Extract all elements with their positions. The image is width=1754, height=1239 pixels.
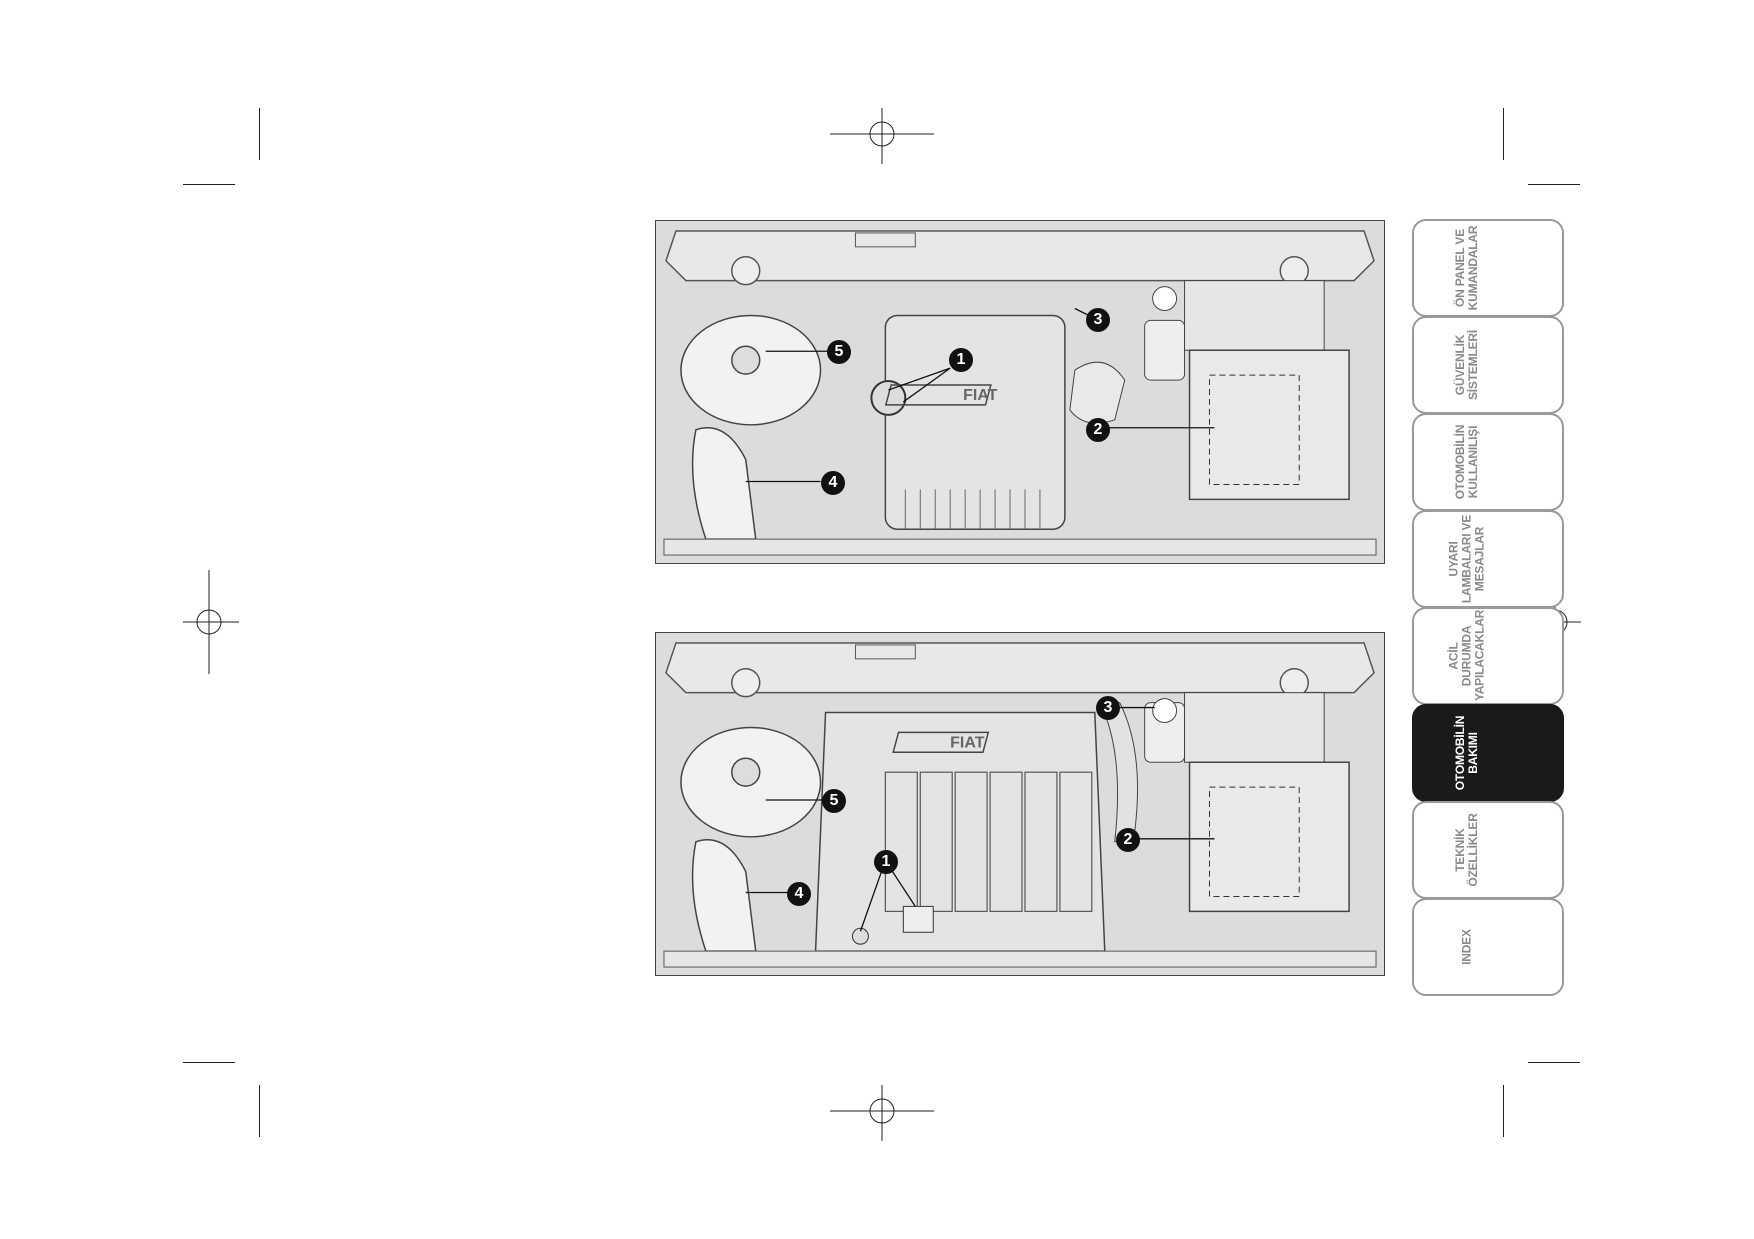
callout-4: 4 (821, 471, 845, 495)
callout-3: 3 (1096, 696, 1120, 720)
tab-label: UYARI LAMBALARI VE MESAJLAR (1446, 514, 1487, 604)
crop-mark (183, 184, 235, 185)
fiat-logo: FIAT (963, 387, 998, 404)
engine-bay-figure-1: FIAT 1 2 3 4 5 (655, 220, 1385, 564)
callout-1: 1 (949, 348, 973, 372)
registration-mark-bottom (830, 1085, 934, 1141)
tab-on-panel-ve-kumandalar[interactable]: ÖN PANEL VE KUMANDALAR (1412, 219, 1564, 317)
callout-5: 5 (822, 789, 846, 813)
callout-2: 2 (1086, 418, 1110, 442)
crop-mark (183, 1062, 235, 1063)
crop-mark (259, 1085, 260, 1137)
registration-mark-top (830, 108, 934, 164)
callout-1: 1 (874, 850, 898, 874)
tab-otomobilin-bakimi[interactable]: OTOMOBİLİN BAKIMI (1412, 704, 1564, 802)
tab-label: OTOMOBİLİN BAKIMI (1453, 715, 1480, 791)
tab-acil-durumda-yapilacaklar[interactable]: ACİL DURUMDA YAPILACAKLAR (1412, 607, 1564, 705)
fiat-logo: FIAT (950, 734, 985, 751)
tab-index[interactable]: INDEX (1412, 898, 1564, 996)
tab-label: ACİL DURUMDA YAPILACAKLAR (1446, 609, 1487, 701)
tab-otomobilin-kullanilisi[interactable]: OTOMOBİLİN KULLANILIŞI (1412, 413, 1564, 511)
callout-4: 4 (787, 882, 811, 906)
tab-guvenlik-sistemleri[interactable]: GÜVENLİK SİSTEMLERİ (1412, 316, 1564, 414)
crop-mark (1528, 184, 1580, 185)
crop-mark (1503, 1085, 1504, 1137)
registration-mark-left (183, 570, 239, 674)
callout-3: 3 (1086, 308, 1110, 332)
tab-label: ÖN PANEL VE KUMANDALAR (1453, 225, 1480, 311)
crop-mark (259, 108, 260, 160)
callout-5: 5 (827, 340, 851, 364)
engine-bay-figure-2: FIAT 1 2 3 4 5 (655, 632, 1385, 976)
crop-mark (1503, 108, 1504, 160)
tab-uyari-lambalari-ve-mesajlar[interactable]: UYARI LAMBALARI VE MESAJLAR (1412, 510, 1564, 608)
engine-bay-illustration: FIAT (656, 633, 1384, 975)
tab-label: INDEX (1459, 929, 1474, 965)
callout-2: 2 (1116, 828, 1140, 852)
tab-label: GÜVENLİK SİSTEMLERİ (1453, 330, 1480, 401)
crop-mark (1528, 1062, 1580, 1063)
tab-label: OTOMOBİLİN KULLANILIŞI (1453, 424, 1480, 500)
engine-bay-illustration: FIAT (656, 221, 1384, 563)
tab-teknik-ozellikler[interactable]: TEKNİK ÖZELLİKLER (1412, 801, 1564, 899)
tab-label: TEKNİK ÖZELLİKLER (1453, 813, 1480, 887)
